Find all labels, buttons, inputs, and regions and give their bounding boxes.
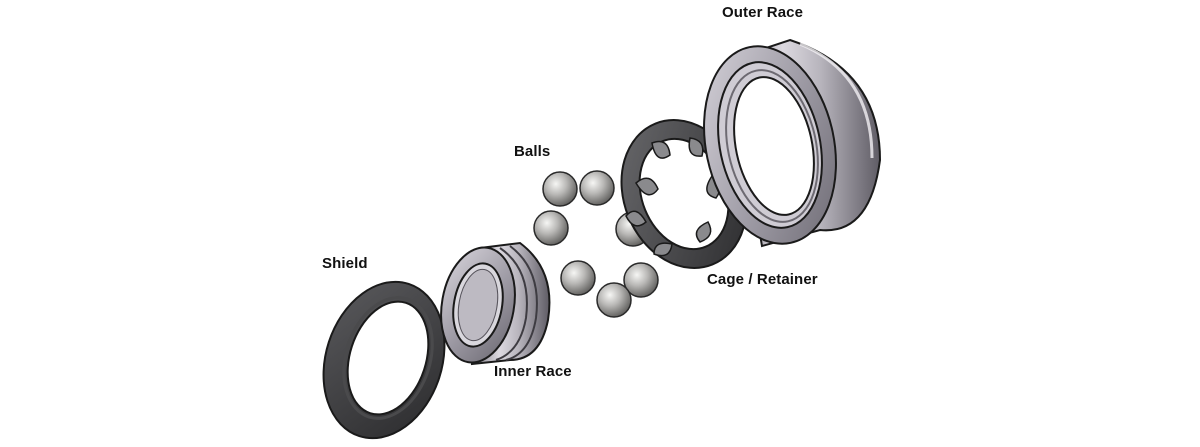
balls-label: Balls xyxy=(514,143,551,160)
outer-race-part xyxy=(703,38,882,248)
shield-part xyxy=(322,280,446,440)
cage-retainer-label: Cage / Retainer xyxy=(707,271,818,288)
inner-race-part xyxy=(440,241,551,366)
inner-race-label: Inner Race xyxy=(494,363,572,380)
shield-label: Shield xyxy=(322,255,368,272)
outer-race-label: Outer Race xyxy=(722,4,804,21)
